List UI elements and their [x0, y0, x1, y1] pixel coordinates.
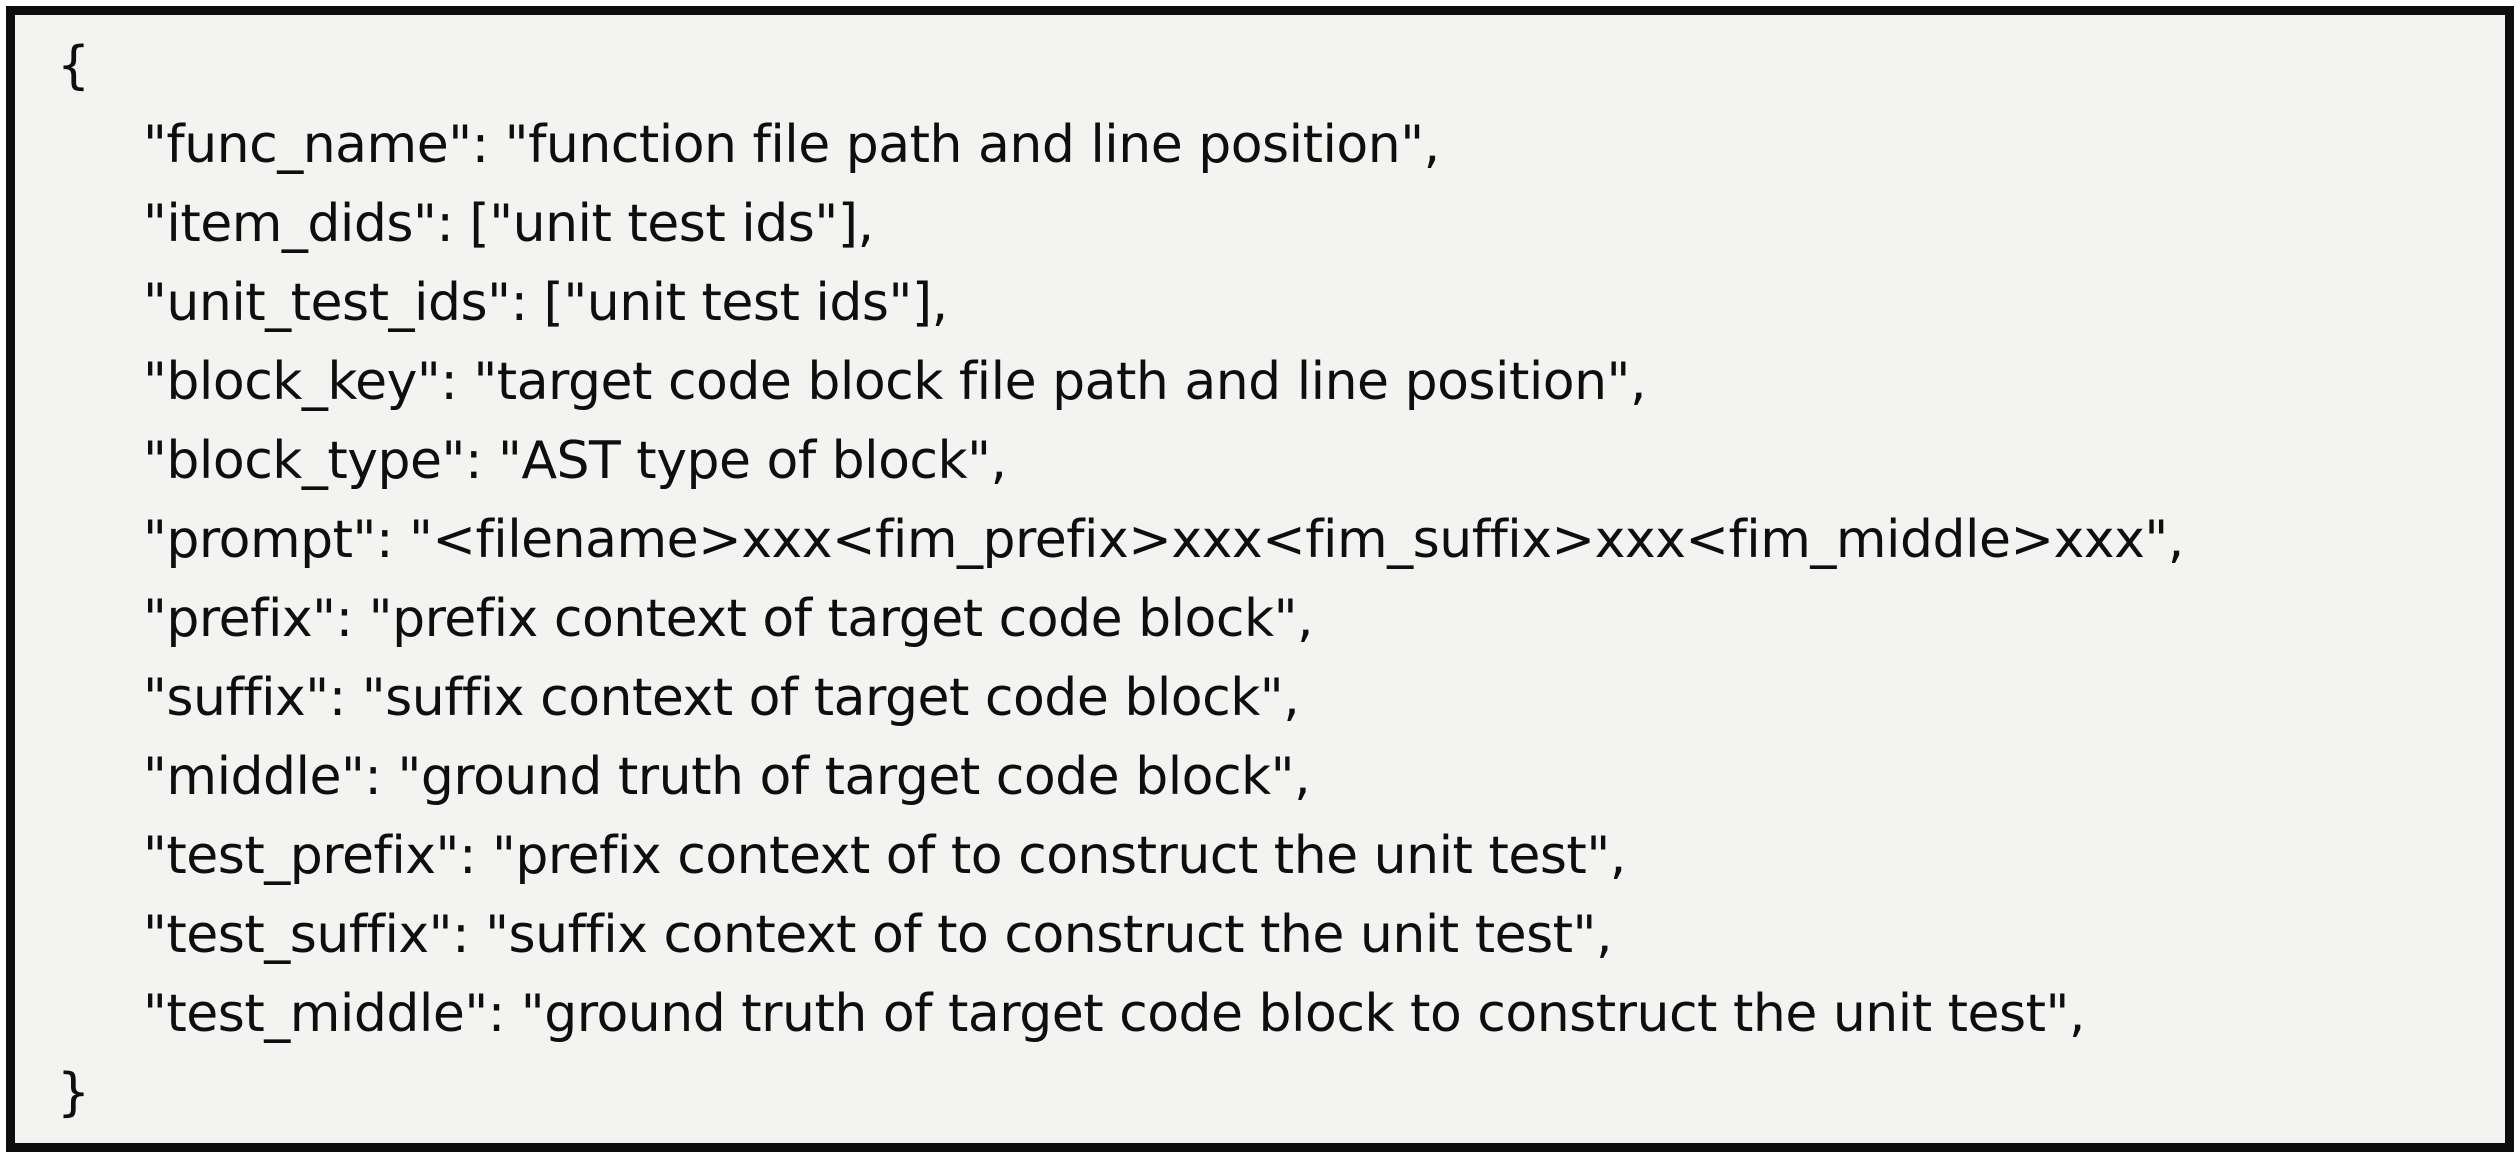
code-line-block-type: "block_type": "AST type of block", [143, 431, 1007, 491]
code-line-unit-test-ids: "unit_test_ids": ["unit test ids"], [143, 273, 948, 333]
code-line-func-name: "func_name": "function file path and lin… [143, 115, 1440, 175]
code-line-close-brace: } [57, 1063, 90, 1123]
code-line-middle: "middle": "ground truth of target code b… [143, 747, 1311, 807]
json-code-block: { "func_name": "function file path and l… [15, 27, 2505, 1133]
code-line-test-suffix: "test_suffix": "suffix context of to con… [143, 905, 1613, 965]
code-line-test-prefix: "test_prefix": "prefix context of to con… [143, 826, 1626, 886]
code-line-prompt: "prompt": "<filename>xxx<fim_prefix>xxx<… [143, 510, 2184, 570]
code-line-prefix: "prefix": "prefix context of target code… [143, 589, 1314, 649]
code-line-suffix: "suffix": "suffix context of target code… [143, 668, 1300, 728]
code-line-open-brace: { [57, 36, 90, 96]
json-format-panel: { "func_name": "function file path and l… [6, 6, 2514, 1152]
code-line-block-key: "block_key": "target code block file pat… [143, 352, 1647, 412]
code-line-item-dids: "item_dids": ["unit test ids"], [143, 194, 874, 254]
code-line-test-middle: "test_middle": "ground truth of target c… [143, 984, 2085, 1044]
